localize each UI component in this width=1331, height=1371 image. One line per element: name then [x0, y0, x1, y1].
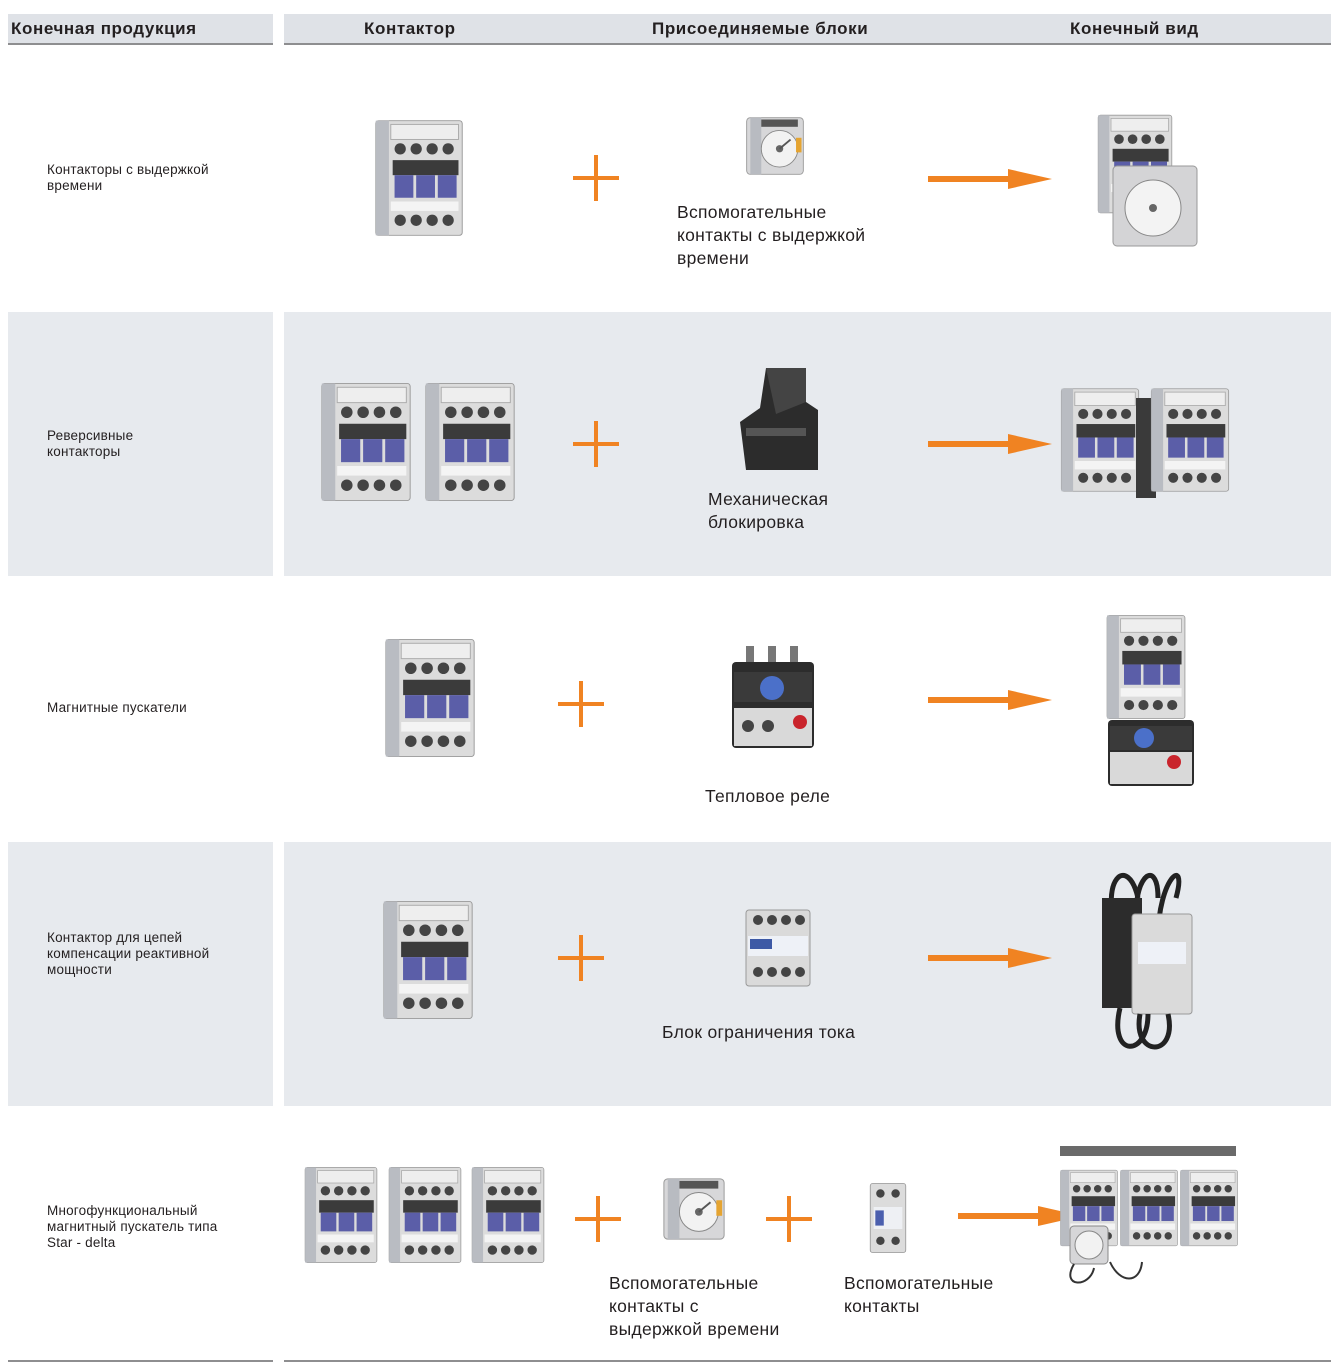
contactor-icon [425, 382, 515, 502]
contactor-icon [388, 1166, 462, 1264]
timer-block-icon [662, 1177, 726, 1241]
row-band-left [8, 312, 273, 576]
plus-icon [573, 421, 619, 467]
mechanical-interlock-icon [740, 368, 818, 470]
row-label: Реверсивные контакторы [47, 428, 134, 459]
final-contactor-timer [1097, 114, 1198, 247]
header-final-label: Конечный вид [1070, 19, 1199, 38]
contactor-icon [375, 120, 463, 236]
row-label: Контактор для цепей компенсации реактивн… [47, 930, 210, 977]
thermal-relay-icon [732, 646, 814, 748]
row-band-left [8, 842, 273, 1106]
contactor-icon [471, 1166, 545, 1264]
header-product-label: Конечная продукция [11, 19, 197, 38]
timer-block-icon [745, 116, 805, 176]
caption: Механическая блокировка [708, 489, 829, 532]
plus-icon [766, 1196, 812, 1242]
final-magnetic-starter [1106, 614, 1194, 786]
final-star-delta-starter [1060, 1146, 1238, 1284]
plus-icon [573, 155, 619, 201]
caption: Вспомогательные контакты с выдержкой вре… [677, 202, 866, 268]
auxiliary-contacts-icon [869, 1182, 907, 1254]
bottom-rule [284, 1360, 1331, 1362]
plus-icon [558, 681, 604, 727]
plus-icon [575, 1196, 621, 1242]
row-label: Контакторы с выдержкой времени [47, 162, 209, 193]
header-product: Конечная продукция [8, 14, 273, 45]
bottom-rule [8, 1360, 273, 1362]
arrow-right-icon [928, 169, 1052, 189]
contactor-icon [304, 1166, 378, 1264]
caption: Вспомогательные контакты с выдержкой вре… [609, 1273, 780, 1339]
row-label: Магнитные пускатели [47, 700, 187, 715]
caption: Тепловое реле [705, 786, 831, 806]
caption: Вспомогательные контакты [844, 1273, 994, 1316]
header-blocks-label: Присоединяемые блоки [652, 19, 869, 38]
contactor-icon [321, 382, 411, 502]
contactor-icon [383, 900, 473, 1020]
row-label: Многофункциональный магнитный пускатель … [47, 1203, 218, 1250]
arrow-right-icon [928, 434, 1052, 454]
caption: Блок ограничения тока [662, 1022, 856, 1042]
current-limiting-block-icon [745, 909, 811, 987]
final-reversing-contactor [1060, 388, 1230, 498]
header-contactor-label: Контактор [364, 19, 456, 38]
arrow-right-icon [928, 690, 1052, 710]
contactor-icon [385, 638, 475, 758]
header-contactor-blocks-final: Контактор Присоединяемые блоки Конечный … [284, 14, 1331, 45]
plus-icon [558, 935, 604, 981]
arrow-right-icon [928, 948, 1052, 968]
final-capacitor-contactor [1102, 872, 1193, 1050]
